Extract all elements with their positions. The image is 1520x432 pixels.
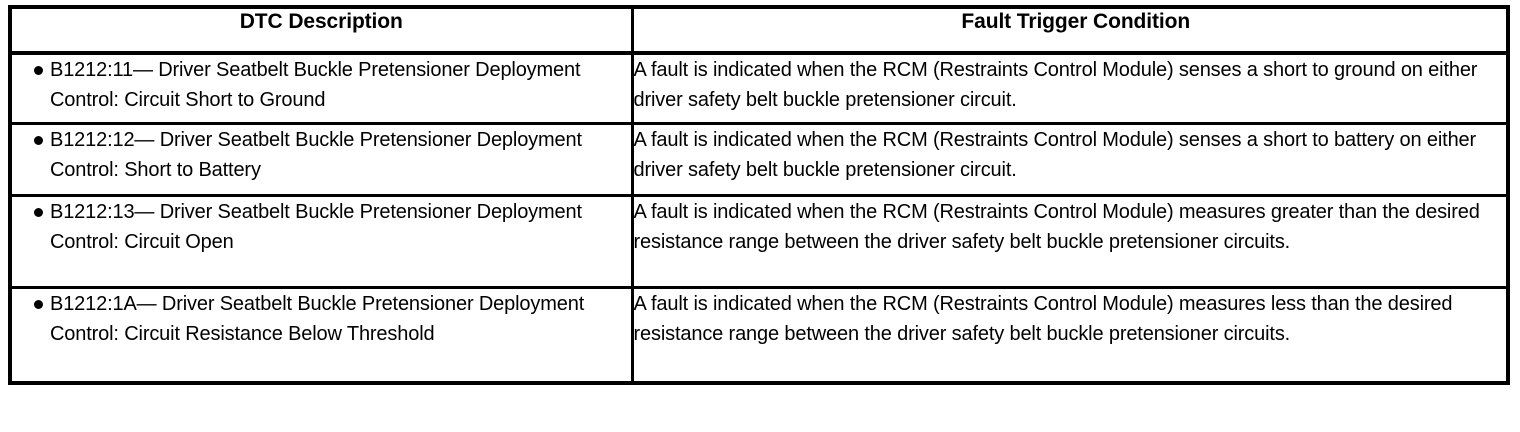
dtc-description-text: B1212:13— Driver Seatbelt Buckle Pretens…: [50, 200, 582, 253]
column-header-dtc-description: DTC Description: [10, 7, 632, 55]
cell-dtc-description: B1212:12— Driver Seatbelt Buckle Pretens…: [10, 121, 632, 195]
fault-trigger-condition-text: A fault is indicated when the RCM (Restr…: [633, 292, 1453, 345]
cell-fault-trigger-condition: A fault is indicated when the RCM (Restr…: [630, 285, 1508, 383]
dtc-description-text: B1212:11— Driver Seatbelt Buckle Pretens…: [50, 59, 581, 111]
column-header-fault-trigger-condition: Fault Trigger Condition: [630, 7, 1508, 55]
dtc-description-text: B1212:1A— Driver Seatbelt Buckle Pretens…: [50, 292, 585, 345]
table-row: B1212:11— Driver Seatbelt Buckle Pretens…: [10, 53, 1508, 123]
bullet-icon: [34, 66, 43, 75]
cell-fault-trigger-condition: A fault is indicated when the RCM (Restr…: [630, 193, 1508, 287]
list-item: B1212:13— Driver Seatbelt Buckle Pretens…: [12, 197, 631, 257]
column-header-dtc-description-label: DTC Description: [239, 10, 403, 33]
cell-dtc-description: B1212:11— Driver Seatbelt Buckle Pretens…: [10, 53, 632, 123]
bullet-icon: [34, 135, 43, 145]
fault-trigger-condition-text: A fault is indicated when the RCM (Restr…: [633, 200, 1480, 253]
fault-trigger-condition-text: A fault is indicated when the RCM (Restr…: [633, 59, 1478, 111]
table-row: B1212:12— Driver Seatbelt Buckle Pretens…: [10, 121, 1508, 195]
dtc-fault-table: DTC Description Fault Trigger Condition …: [8, 5, 1510, 385]
column-header-fault-trigger-condition-label: Fault Trigger Condition: [961, 10, 1191, 33]
cell-dtc-description: B1212:13— Driver Seatbelt Buckle Pretens…: [10, 193, 632, 287]
table-body: B1212:11— Driver Seatbelt Buckle Pretens…: [10, 53, 1508, 383]
list-item: B1212:11— Driver Seatbelt Buckle Pretens…: [12, 55, 631, 115]
dtc-description-text: B1212:12— Driver Seatbelt Buckle Pretens…: [50, 128, 582, 181]
cell-dtc-description: B1212:1A— Driver Seatbelt Buckle Pretens…: [10, 285, 632, 383]
table-header-row: DTC Description Fault Trigger Condition: [10, 7, 1508, 55]
table-row: B1212:13— Driver Seatbelt Buckle Pretens…: [10, 193, 1508, 287]
bullet-icon: [34, 207, 43, 217]
cell-fault-trigger-condition: A fault is indicated when the RCM (Restr…: [630, 53, 1508, 123]
table-row: B1212:1A— Driver Seatbelt Buckle Pretens…: [10, 285, 1508, 383]
cell-fault-trigger-condition: A fault is indicated when the RCM (Restr…: [630, 121, 1508, 195]
list-item: B1212:12— Driver Seatbelt Buckle Pretens…: [12, 125, 631, 185]
bullet-icon: [34, 299, 43, 309]
list-item: B1212:1A— Driver Seatbelt Buckle Pretens…: [12, 289, 631, 349]
fault-trigger-condition-text: A fault is indicated when the RCM (Restr…: [633, 128, 1477, 181]
table-header: DTC Description Fault Trigger Condition: [10, 7, 1508, 55]
